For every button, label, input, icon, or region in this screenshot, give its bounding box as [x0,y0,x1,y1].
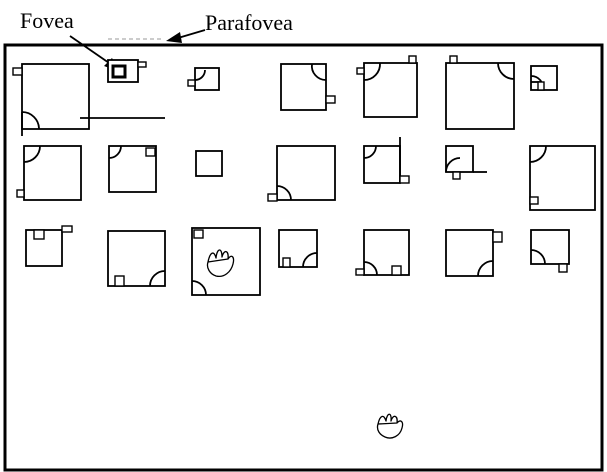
square-item [530,229,570,273]
square-item [356,55,418,118]
square-item [278,229,318,268]
parafovea-arrow-icon [166,29,206,43]
fovea-target-item [107,59,147,83]
square-item [445,145,487,180]
square-item [529,145,596,211]
square-item [108,145,157,193]
hand-icon [376,413,404,439]
square-item [16,145,82,201]
square-item [25,225,73,267]
square-item [355,229,410,276]
square-item [280,63,336,111]
square-item [363,137,410,184]
square-item [445,55,515,130]
square-item [445,229,503,277]
square-item [530,65,558,91]
hand-icon [206,249,235,278]
square-item [267,145,336,202]
square-item [12,63,90,136]
square-item [107,230,166,287]
square-item [187,67,220,91]
hand-target-item [191,227,261,296]
parafovea-label: Parafovea [205,10,293,35]
fovea-label: Fovea [20,8,74,33]
square-item [195,150,223,177]
display-frame [3,43,604,472]
